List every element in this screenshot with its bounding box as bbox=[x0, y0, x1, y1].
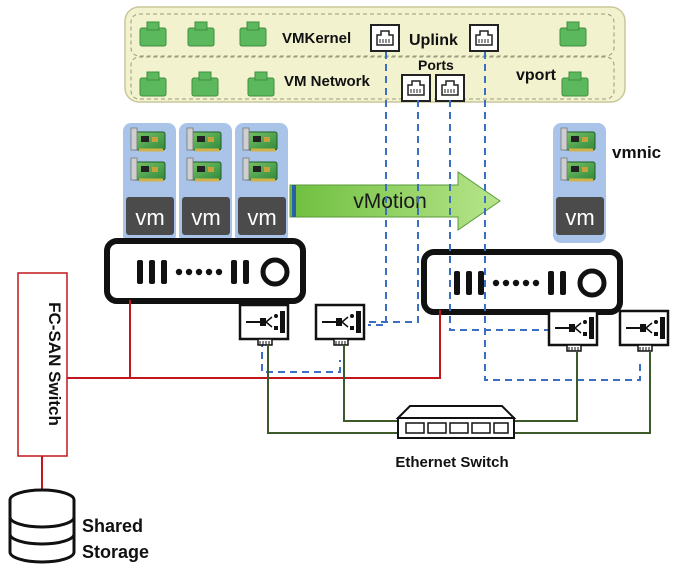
ports-label: Ports bbox=[418, 57, 454, 73]
vport-label: vport bbox=[516, 67, 557, 84]
vm-label: vm bbox=[565, 205, 594, 230]
vmotion-arrow: vMotion bbox=[289, 171, 501, 231]
shared-label: Shared bbox=[82, 516, 143, 536]
esxi-host-left bbox=[107, 241, 303, 301]
shared-storage-icon bbox=[8, 488, 76, 564]
vm-network-label: VM Network bbox=[284, 73, 371, 90]
vm-group-left: vm vm vm bbox=[123, 123, 288, 243]
uplink-port-icon bbox=[435, 74, 465, 102]
vmkernel-label: VMKernel bbox=[282, 30, 351, 47]
vmnic-label: vmnic bbox=[612, 143, 661, 162]
uplink-port-icon bbox=[401, 74, 431, 102]
physical-nic-icon bbox=[547, 309, 599, 353]
fc-san-switch-label: FC-SAN Switch bbox=[45, 302, 64, 426]
physical-nic-icon bbox=[238, 303, 290, 347]
uplink-port-icon bbox=[469, 24, 499, 52]
esxi-host-right bbox=[424, 252, 620, 312]
physical-nic-icon bbox=[618, 309, 670, 353]
ethernet-links bbox=[267, 345, 651, 434]
storage-label: Storage bbox=[82, 542, 149, 562]
vm-label: vm bbox=[247, 205, 276, 230]
vmotion-label: vMotion bbox=[353, 190, 427, 213]
physical-nic-icon bbox=[314, 303, 366, 347]
ethernet-switch-label: Ethernet Switch bbox=[395, 454, 508, 471]
fc-san-switch: FC-SAN Switch bbox=[17, 272, 68, 457]
ethernet-switch bbox=[395, 405, 517, 439]
vm-group-right: vm bbox=[553, 123, 606, 243]
uplink-port-icon bbox=[370, 24, 400, 52]
uplink-label: Uplink bbox=[409, 32, 458, 49]
vm-label: vm bbox=[135, 205, 164, 230]
vm-label: vm bbox=[191, 205, 220, 230]
uplink-lines bbox=[261, 52, 641, 381]
san-links bbox=[41, 300, 441, 490]
